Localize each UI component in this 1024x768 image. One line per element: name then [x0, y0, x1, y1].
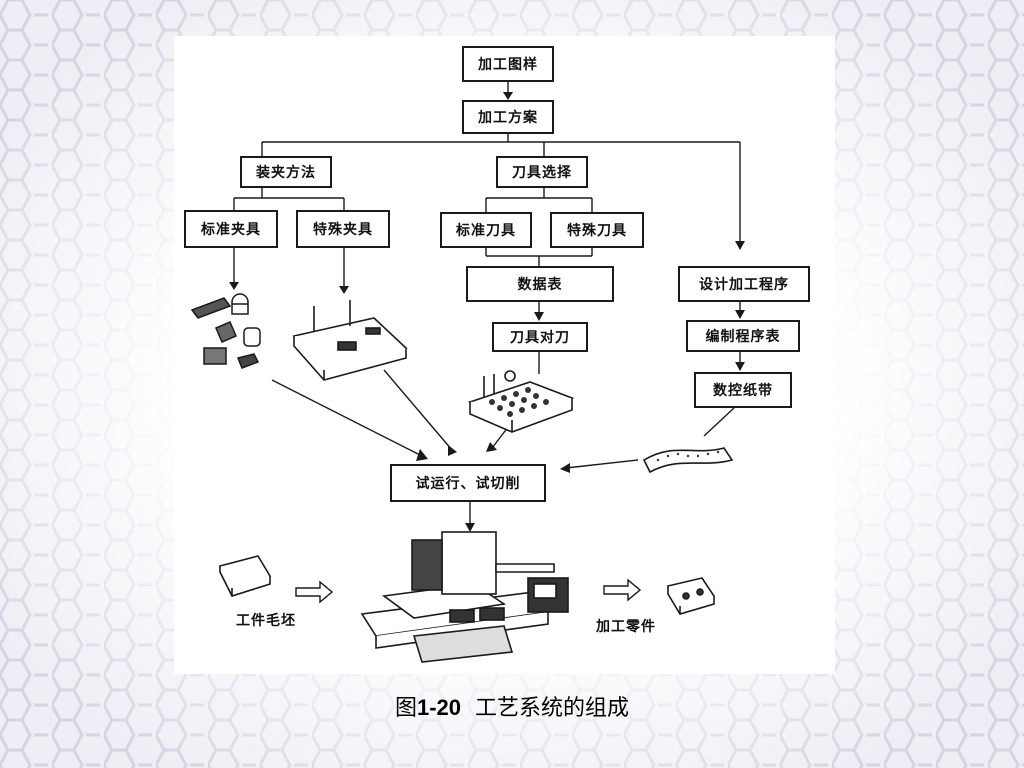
node-program-sheet: 编制程序表	[686, 320, 800, 352]
node-design-program: 设计加工程序	[678, 266, 810, 302]
node-clamping: 装夹方法	[240, 156, 332, 188]
node-std-tool: 标准刀具	[440, 212, 532, 248]
node-tool-select: 刀具选择	[496, 156, 588, 188]
figure-caption: 图1-20 工艺系统的组成	[0, 690, 1024, 722]
label-finished-part: 加工零件	[596, 619, 656, 635]
output-arrow	[603, 578, 642, 602]
machine-tool-illustration	[360, 531, 569, 663]
node-trial-run: 试运行、试切削	[390, 464, 546, 502]
input-arrow	[295, 580, 334, 604]
workpiece-blank-illustration	[218, 555, 272, 597]
label-blank: 工件毛坯	[236, 613, 296, 629]
node-nc-tape: 数控纸带	[694, 372, 792, 408]
node-drawing: 加工图样	[462, 46, 554, 82]
caption-prefix: 图	[394, 696, 417, 721]
node-special-fixture: 特殊夹具	[296, 210, 390, 248]
special-fixture-illustration	[292, 300, 408, 381]
node-special-tool: 特殊刀具	[550, 212, 644, 248]
process-diagram: 加工图样 加工方案 装夹方法 刀具选择 标准夹具 特殊夹具 标准刀具 特殊刀具 …	[174, 36, 835, 674]
node-tool-setting: 刀具对刀	[492, 322, 588, 352]
node-datasheet: 数据表	[466, 266, 614, 302]
node-std-fixture: 标准夹具	[184, 210, 278, 248]
standard-fixture-illustration	[190, 293, 261, 369]
tool-block-illustration	[467, 370, 575, 433]
node-plan: 加工方案	[462, 100, 554, 134]
nc-tape-illustration	[642, 447, 734, 474]
caption-text: 工艺系统的组成	[475, 696, 630, 721]
finished-part-illustration	[666, 577, 716, 615]
caption-number: 1-20	[416, 695, 462, 720]
diagram-connectors	[190, 82, 745, 663]
